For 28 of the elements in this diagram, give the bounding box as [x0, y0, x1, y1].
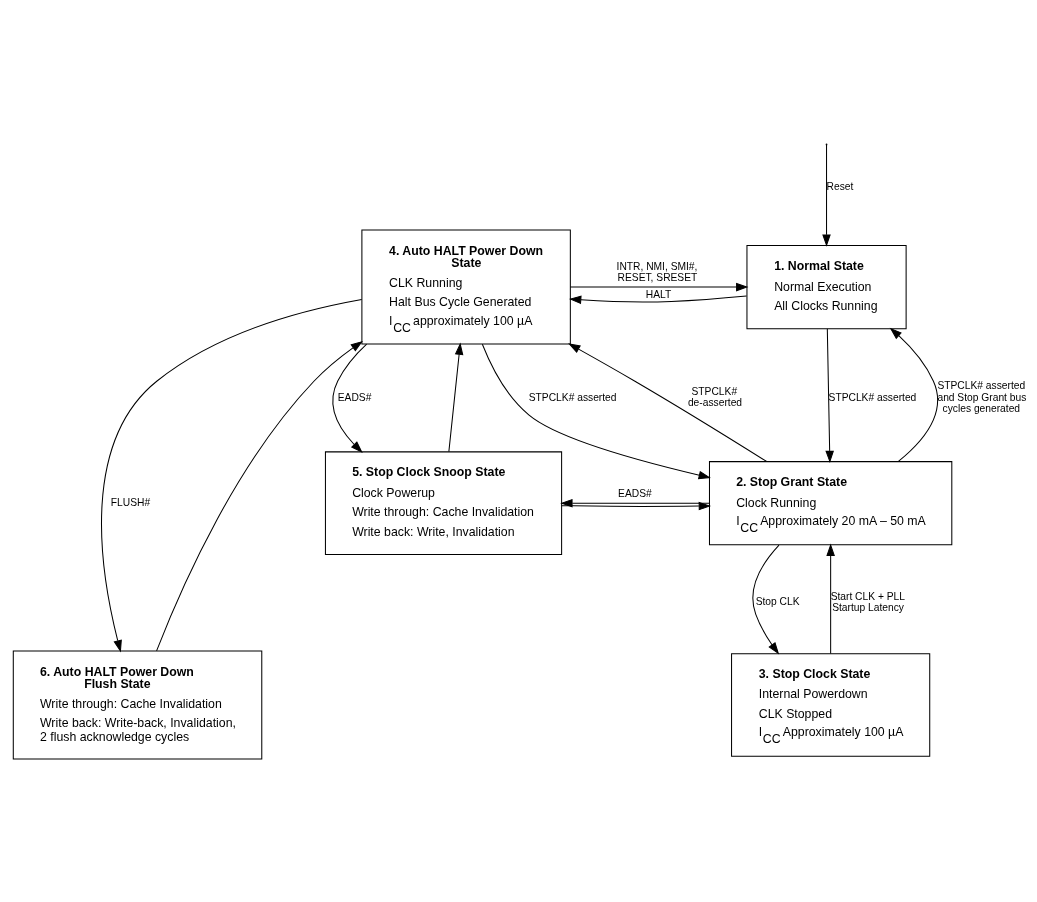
- arrow: [155, 340, 363, 651]
- edge-label: STPCLK# de-asserted: [687, 385, 742, 408]
- node-box: 6. Auto HALT Power Down Flush State Write through: Cache Invalidation Write back: Write-back, Invalidation, 2 flush acknowledge cycles: [12, 650, 262, 759]
- arrow: [825, 543, 835, 654]
- edge-label: INTR, NMI, SMI#, RESET, SRESET: [616, 260, 697, 283]
- edge-label: EADS#: [337, 391, 371, 403]
- arrow: [567, 342, 767, 462]
- edge-label: EADS#: [617, 487, 652, 499]
- arrow: [569, 282, 748, 291]
- edge-label: STPCLK# asserted and Stop Grant bus cycles generated: [936, 379, 1026, 414]
- edge-label: STPCLK# asserted: [528, 391, 616, 403]
- arrow: [824, 327, 834, 463]
- edge-label: Start CLK + PLL Startup Latency: [830, 590, 905, 613]
- arrow: [331, 343, 367, 453]
- arrow: [100, 298, 362, 652]
- edge-label: FLUSH#: [110, 496, 150, 508]
- arrow: [889, 327, 938, 462]
- node-box: 5. Stop Clock Snoop State Clock Powerup Write through: Cache Invalidation Write back: Write, Invalidation: [324, 450, 562, 555]
- edge-label: Reset: [826, 180, 853, 192]
- edge-label: STPCLK# asserted: [828, 391, 916, 403]
- edge-label: HALT: [645, 288, 671, 300]
- arrow: [821, 143, 831, 247]
- node-box: 1. Normal State Normal Execution All Clocks Running: [745, 244, 907, 329]
- arrow: [751, 544, 779, 654]
- arrow: [481, 343, 711, 479]
- arrow: [447, 342, 463, 452]
- arrow: [568, 294, 747, 304]
- edge-label: Stop CLK: [755, 595, 800, 607]
